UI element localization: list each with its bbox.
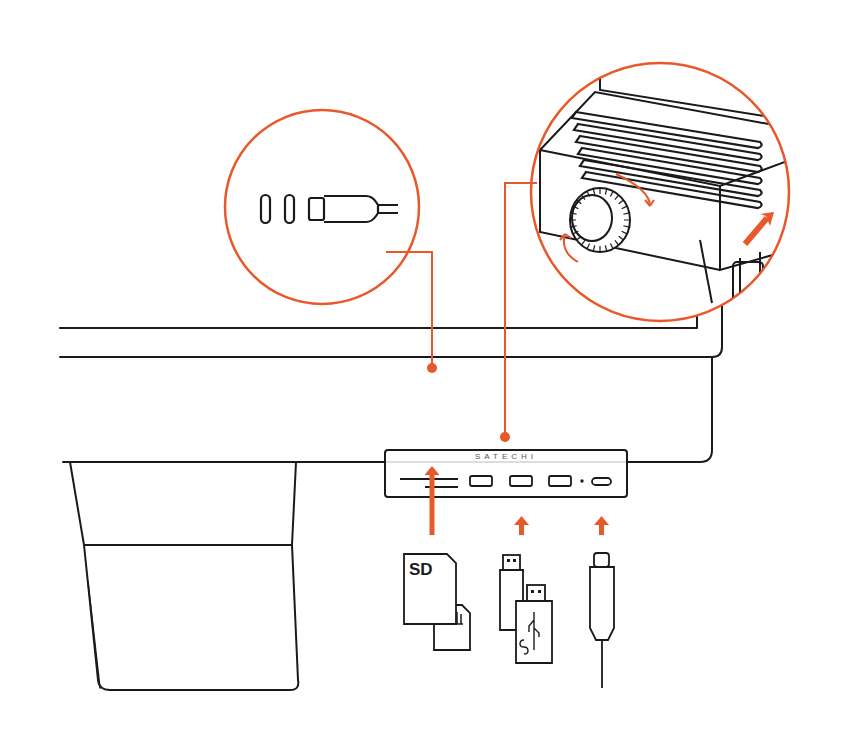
sd-card: SD bbox=[403, 553, 457, 625]
card-label: SD bbox=[403, 553, 457, 579]
insert-arrow bbox=[425, 466, 440, 535]
brand-name: SATECHI bbox=[385, 450, 627, 462]
hub-body: SATECHI bbox=[385, 450, 627, 462]
